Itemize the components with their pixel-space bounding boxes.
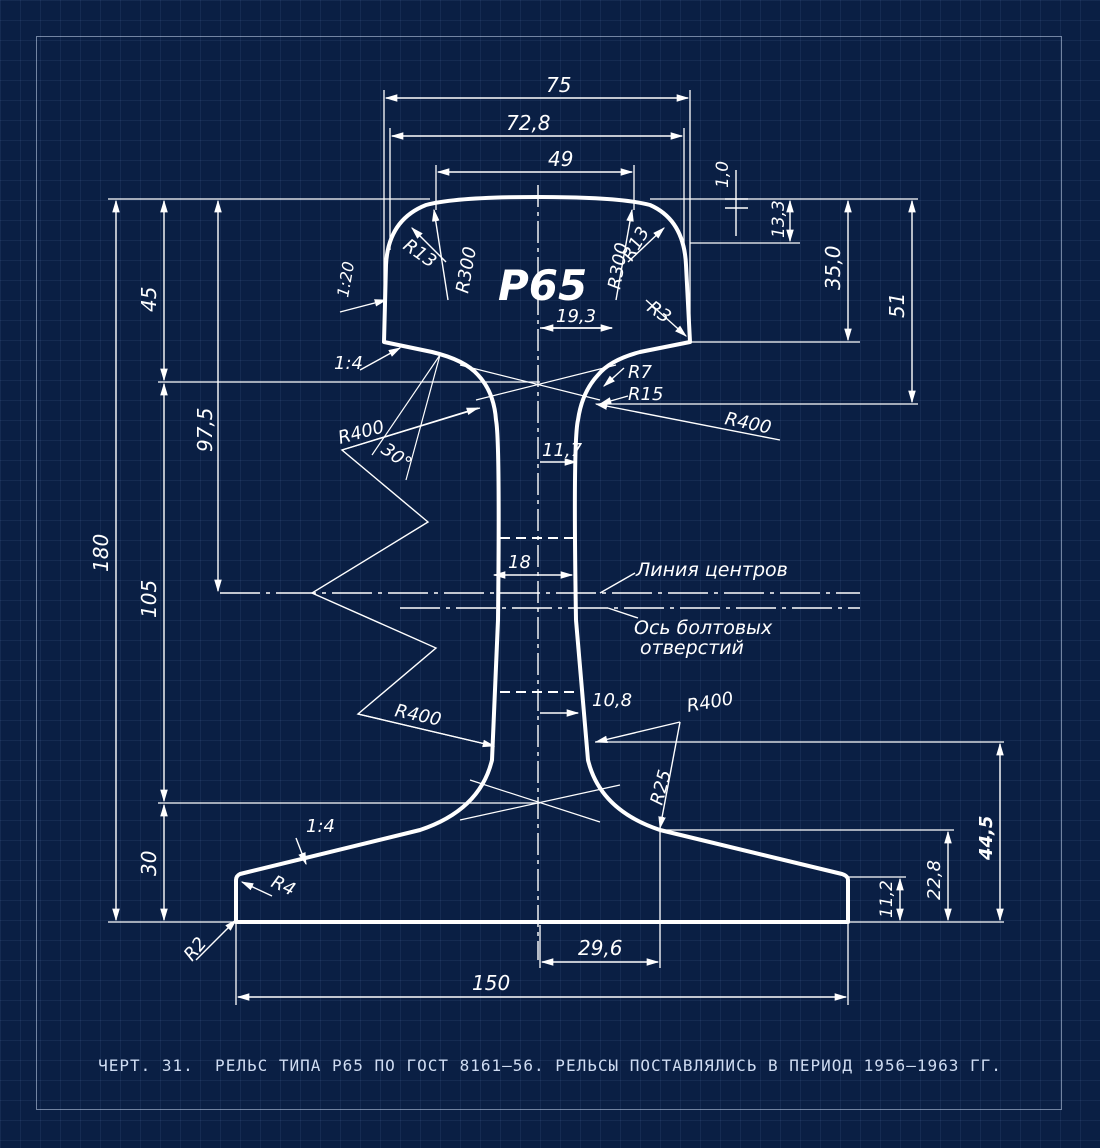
inner-dimension-lines bbox=[492, 324, 614, 717]
extension-lines-bottom bbox=[235, 832, 849, 1005]
left-dimension-lines bbox=[112, 199, 222, 922]
dim-35-0: 35,0 bbox=[821, 245, 845, 290]
dim-105: 105 bbox=[137, 580, 161, 618]
radius-leaders bbox=[195, 208, 781, 961]
figure-caption: ЧЕРТ. 31. РЕЛЬС ТИПА Р65 ПО ГОСТ 8161—56… bbox=[98, 1056, 1002, 1075]
dim-1-0-line bbox=[725, 170, 748, 236]
r400-leader-lower-left bbox=[357, 713, 496, 748]
extension-lines-left bbox=[108, 198, 540, 923]
centers-line bbox=[220, 592, 860, 609]
dim-1-0: 1,0 bbox=[713, 161, 733, 188]
radius-r25: R25 bbox=[647, 768, 676, 808]
dim-22-8: 22,8 bbox=[924, 860, 945, 900]
radius-r400-lower-right: R400 bbox=[685, 688, 735, 717]
dim-19-3: 19,3 bbox=[556, 306, 596, 327]
radius-r300-left: R300 bbox=[452, 245, 481, 295]
rail-type-title: P65 bbox=[498, 261, 587, 310]
dim-18: 18 bbox=[508, 552, 531, 573]
radius-r400-upper-right: R400 bbox=[723, 408, 773, 438]
slope-1-4-foot: 1:4 bbox=[306, 816, 335, 837]
r400-leader-upper-left bbox=[341, 407, 480, 451]
dim-97-5: 97,5 bbox=[193, 407, 217, 452]
radius-r13-left: R13 bbox=[399, 235, 440, 273]
neck-dashes bbox=[500, 537, 578, 693]
dim-30: 30 bbox=[137, 851, 161, 876]
label-bolt-axis-1: Ось болтовых bbox=[634, 617, 773, 639]
dim-51: 51 bbox=[885, 293, 909, 318]
radius-r400-lower-left: R400 bbox=[393, 700, 443, 730]
dim-45: 45 bbox=[137, 287, 161, 312]
dim-10-8: 10,8 bbox=[592, 690, 632, 711]
dim-11-2: 11,2 bbox=[877, 880, 897, 918]
dim-72-8: 72,8 bbox=[506, 111, 551, 135]
radius-r15: R15 bbox=[628, 384, 663, 405]
dim-75: 75 bbox=[546, 73, 571, 97]
construction-diagonals bbox=[371, 354, 621, 823]
radius-r2: R2 bbox=[180, 933, 211, 965]
drawing-frame bbox=[36, 36, 1062, 1110]
top-dimension-lines bbox=[384, 94, 690, 176]
label-bolt-axis-2: отверстий bbox=[640, 637, 744, 659]
radius-r4: R4 bbox=[268, 871, 299, 900]
right-dimension-lines bbox=[786, 199, 1004, 922]
dim-29-6: 29,6 bbox=[578, 936, 623, 960]
extension-lines-right bbox=[595, 198, 1004, 923]
dim-180: 180 bbox=[89, 534, 113, 572]
dim-13-3: 13,3 bbox=[769, 200, 789, 238]
dim-44-5: 44,5 bbox=[976, 816, 997, 861]
slope-1-4-head: 1:4 bbox=[334, 353, 363, 374]
dim-150: 150 bbox=[472, 971, 510, 995]
dim-49: 49 bbox=[548, 147, 573, 171]
slope-1-20: 1:20 bbox=[333, 260, 358, 299]
dim-11-7: 11,7 bbox=[542, 440, 583, 461]
bottom-dimension-lines bbox=[236, 958, 848, 1001]
radius-r7: R7 bbox=[628, 362, 653, 383]
label-centers-line: Линия центров bbox=[635, 559, 788, 581]
